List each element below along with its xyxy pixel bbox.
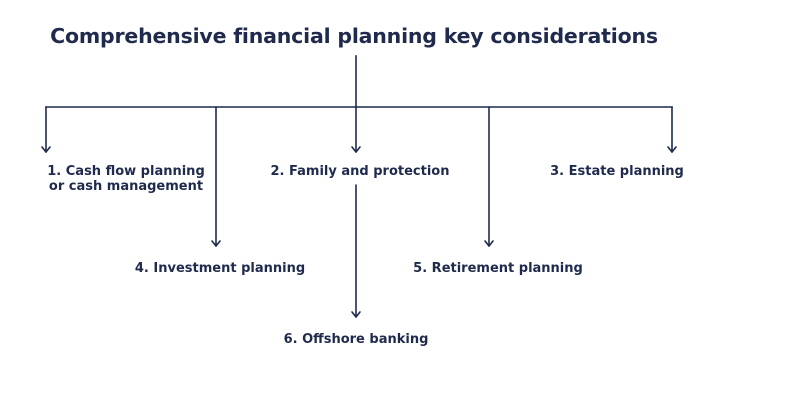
- node-cash-flow: 1. Cash flow planning or cash management: [47, 164, 205, 194]
- edge-title-to-family: [351, 106, 361, 153]
- arrowhead-icon: [211, 240, 221, 247]
- node-family-protection: 2. Family and protection: [271, 164, 450, 179]
- edge-title-to-investment: [211, 106, 221, 247]
- node-offshore-banking: 6. Offshore banking: [284, 332, 429, 347]
- node-retirement-planning: 5. Retirement planning: [413, 261, 583, 276]
- edge-family-to-offshore: [351, 184, 361, 318]
- arrowhead-icon: [484, 240, 494, 247]
- edge-title-to-cash-flow: [41, 106, 51, 153]
- edge-title-to-estate: [667, 106, 677, 153]
- node-retirement-planning-label: 5. Retirement planning: [413, 261, 583, 276]
- node-investment-planning: 4. Investment planning: [135, 261, 305, 276]
- node-investment-planning-label: 4. Investment planning: [134, 261, 306, 276]
- edge-title-to-retirement: [484, 106, 494, 247]
- arrowhead-icon: [351, 311, 361, 318]
- arrowhead-icon: [41, 146, 51, 153]
- node-family-protection-label: 2. Family and protection: [270, 164, 450, 179]
- arrowhead-icon: [667, 146, 677, 153]
- node-estate-planning: 3. Estate planning: [550, 164, 684, 179]
- node-cash-flow-line-2: or cash management: [48, 179, 204, 194]
- node-offshore-banking-label: 6. Offshore banking: [283, 332, 429, 347]
- node-cash-flow-line-1: 1. Cash flow planning: [47, 164, 205, 179]
- node-estate-planning-label: 3. Estate planning: [550, 164, 684, 179]
- diagram-title: Comprehensive financial planning key con…: [50, 24, 658, 48]
- arrowhead-icon: [351, 146, 361, 153]
